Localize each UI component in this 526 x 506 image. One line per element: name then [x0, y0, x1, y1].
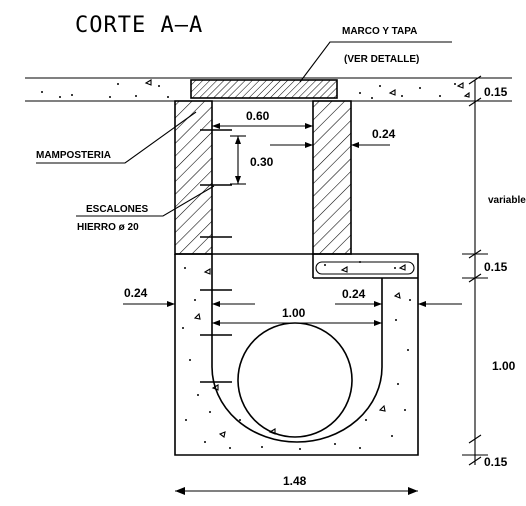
dim-slab-offset-label: 0.15	[484, 260, 508, 274]
dim-step-spacing	[230, 135, 246, 185]
dim-wall-left	[123, 301, 255, 307]
dim-total-width	[175, 487, 418, 495]
dim-inner-wall	[335, 301, 462, 307]
dim-chamber-height-label: 1.00	[492, 359, 516, 373]
dim-channel-width-label: 1.00	[282, 306, 306, 320]
frame-cover-ref-label: (VER DETALLE)	[344, 54, 419, 65]
ground-band	[25, 77, 512, 102]
masonry-wall-right	[312, 100, 352, 255]
dim-wall-left-label: 0.24	[124, 286, 148, 300]
dim-inner-wall-label: 0.24	[342, 287, 366, 301]
steps-rebar-label: HIERRO ø 20	[77, 222, 139, 233]
masonry-leader	[36, 111, 197, 164]
dim-top-slab-label: 0.15	[484, 85, 508, 99]
steps-leader	[76, 185, 215, 217]
concrete-chamber	[174, 253, 419, 456]
dim-total-width-label: 1.48	[283, 474, 307, 488]
dim-opening-label: 0.60	[246, 109, 270, 123]
steps-label: ESCALONES	[86, 204, 149, 215]
dim-vertical-right	[462, 75, 488, 466]
pipe	[237, 322, 353, 438]
section-title: CORTE A—A	[75, 13, 203, 38]
dim-wall-right	[270, 142, 390, 148]
dim-bottom-slab-label: 0.15	[484, 455, 508, 469]
frame-cover-leader	[299, 41, 452, 83]
frame-cover-label: MARCO Y TAPA	[342, 26, 417, 37]
dim-opening	[212, 123, 313, 129]
dim-variable-label: variable	[488, 195, 526, 206]
dim-wall-right-label: 0.24	[372, 127, 396, 141]
masonry-wall-left	[174, 100, 213, 255]
dim-step-spacing-label: 0.30	[250, 155, 274, 169]
steps	[200, 129, 232, 383]
dim-channel-width	[212, 320, 382, 326]
frame-cover	[190, 79, 338, 99]
masonry-label: MAMPOSTERIA	[36, 150, 111, 161]
